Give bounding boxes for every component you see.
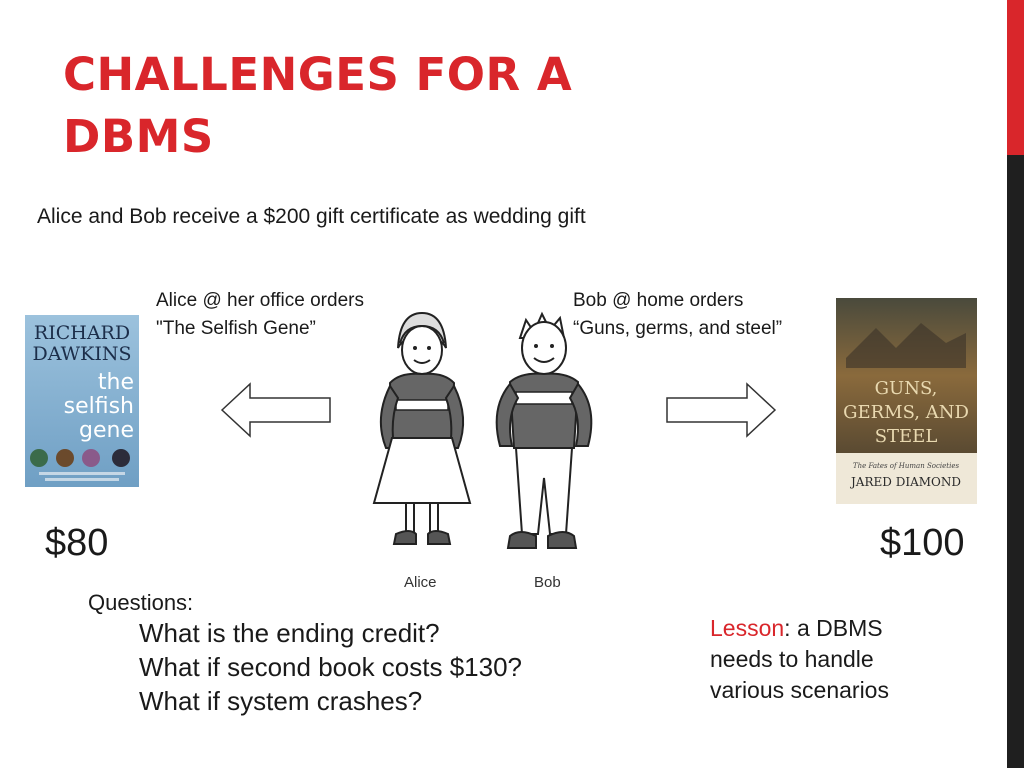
book2-subtitle: The Fates of Human Societies (853, 462, 960, 470)
questions-heading: Questions: (88, 590, 194, 615)
alice-order-line1: Alice @ her office orders (156, 290, 364, 311)
alice-order-line2: "The Selfish Gene” (156, 318, 316, 339)
slide-title: CHALLENGES FOR A DBMS (63, 48, 573, 163)
book1-author-line2: DAWKINS (32, 343, 131, 365)
lesson-keyword: Lesson (710, 615, 785, 641)
book1-title-line1: the (98, 370, 134, 395)
book2-painting (846, 323, 966, 368)
book1-badge-2 (56, 449, 74, 467)
alice-and-bob-illustration (372, 311, 593, 549)
book2-title-panel (836, 453, 977, 504)
alice-price: $80 (45, 522, 109, 564)
book1-author-line1: RICHARD (34, 322, 130, 344)
lesson-text: : a DBMS needs to handle various scenari… (710, 615, 889, 703)
left-arrow-icon (220, 382, 331, 438)
book1-badge-3 (82, 449, 100, 467)
book2-title-line1: GUNS, (875, 378, 938, 399)
selfish-gene-book-cover: RICHARD DAWKINS the selfish gene (25, 315, 139, 487)
bob-figure (495, 311, 593, 549)
book1-badge-1 (30, 449, 48, 467)
book1-badge-4 (112, 449, 130, 467)
bob-order-text: Bob @ home orders “Guns, germs, and stee… (573, 287, 782, 343)
bob-figure-label: Bob (534, 574, 561, 591)
guns-germs-steel-book-cover: GUNS, GERMS, AND STEEL The Fates of Huma… (836, 298, 977, 504)
scenario-text: Alice and Bob receive a $200 gift certif… (37, 205, 586, 228)
lesson-block: Lesson: a DBMS needs to handle various s… (710, 613, 950, 706)
bob-order-line2: “Guns, germs, and steel” (573, 318, 783, 339)
alice-figure (372, 311, 472, 545)
alice-order-text: Alice @ her office orders "The Selfish G… (156, 287, 364, 343)
bob-price: $100 (880, 522, 965, 564)
book2-title-line3: STEEL (875, 426, 938, 447)
slide-side-bar-accent (1007, 0, 1024, 155)
question-item: What if second book costs $130? (139, 652, 523, 682)
book2-author: JARED DIAMOND (849, 475, 961, 489)
book1-title-line2: selfish (64, 394, 134, 419)
right-arrow-icon (666, 382, 777, 438)
alice-figure-label: Alice (404, 574, 437, 591)
question-item: What if system crashes? (139, 686, 423, 716)
questions-block: Questions: What is the ending credit? Wh… (88, 590, 522, 718)
slide-side-bar (1007, 0, 1024, 768)
book1-title-line3: gene (79, 418, 134, 443)
book1-blurb-line (45, 478, 119, 481)
bob-order-line1: Bob @ home orders (573, 290, 744, 311)
book1-blurb-line (39, 472, 125, 475)
question-item: What is the ending credit? (139, 618, 440, 648)
book2-title-line2: GERMS, AND (843, 402, 969, 423)
